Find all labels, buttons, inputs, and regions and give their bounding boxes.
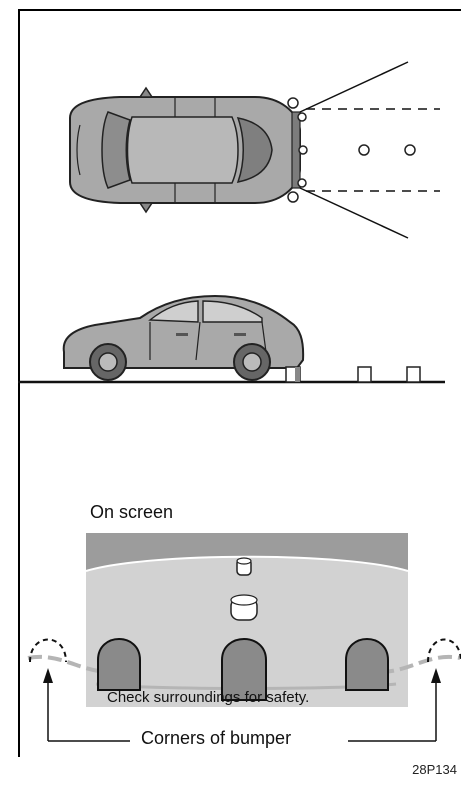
sensor-range-lines [300,62,440,238]
corners-of-bumper-label: Corners of bumper [135,728,297,749]
screen-message: Check surroundings for safety. [107,689,309,706]
side-obstacles [286,367,420,382]
car-top-view [70,88,300,212]
obstacle-dots [359,145,415,155]
on-screen-label: On screen [90,502,173,523]
figure-code: 28P134 [412,762,457,777]
car-side-view [18,296,445,382]
